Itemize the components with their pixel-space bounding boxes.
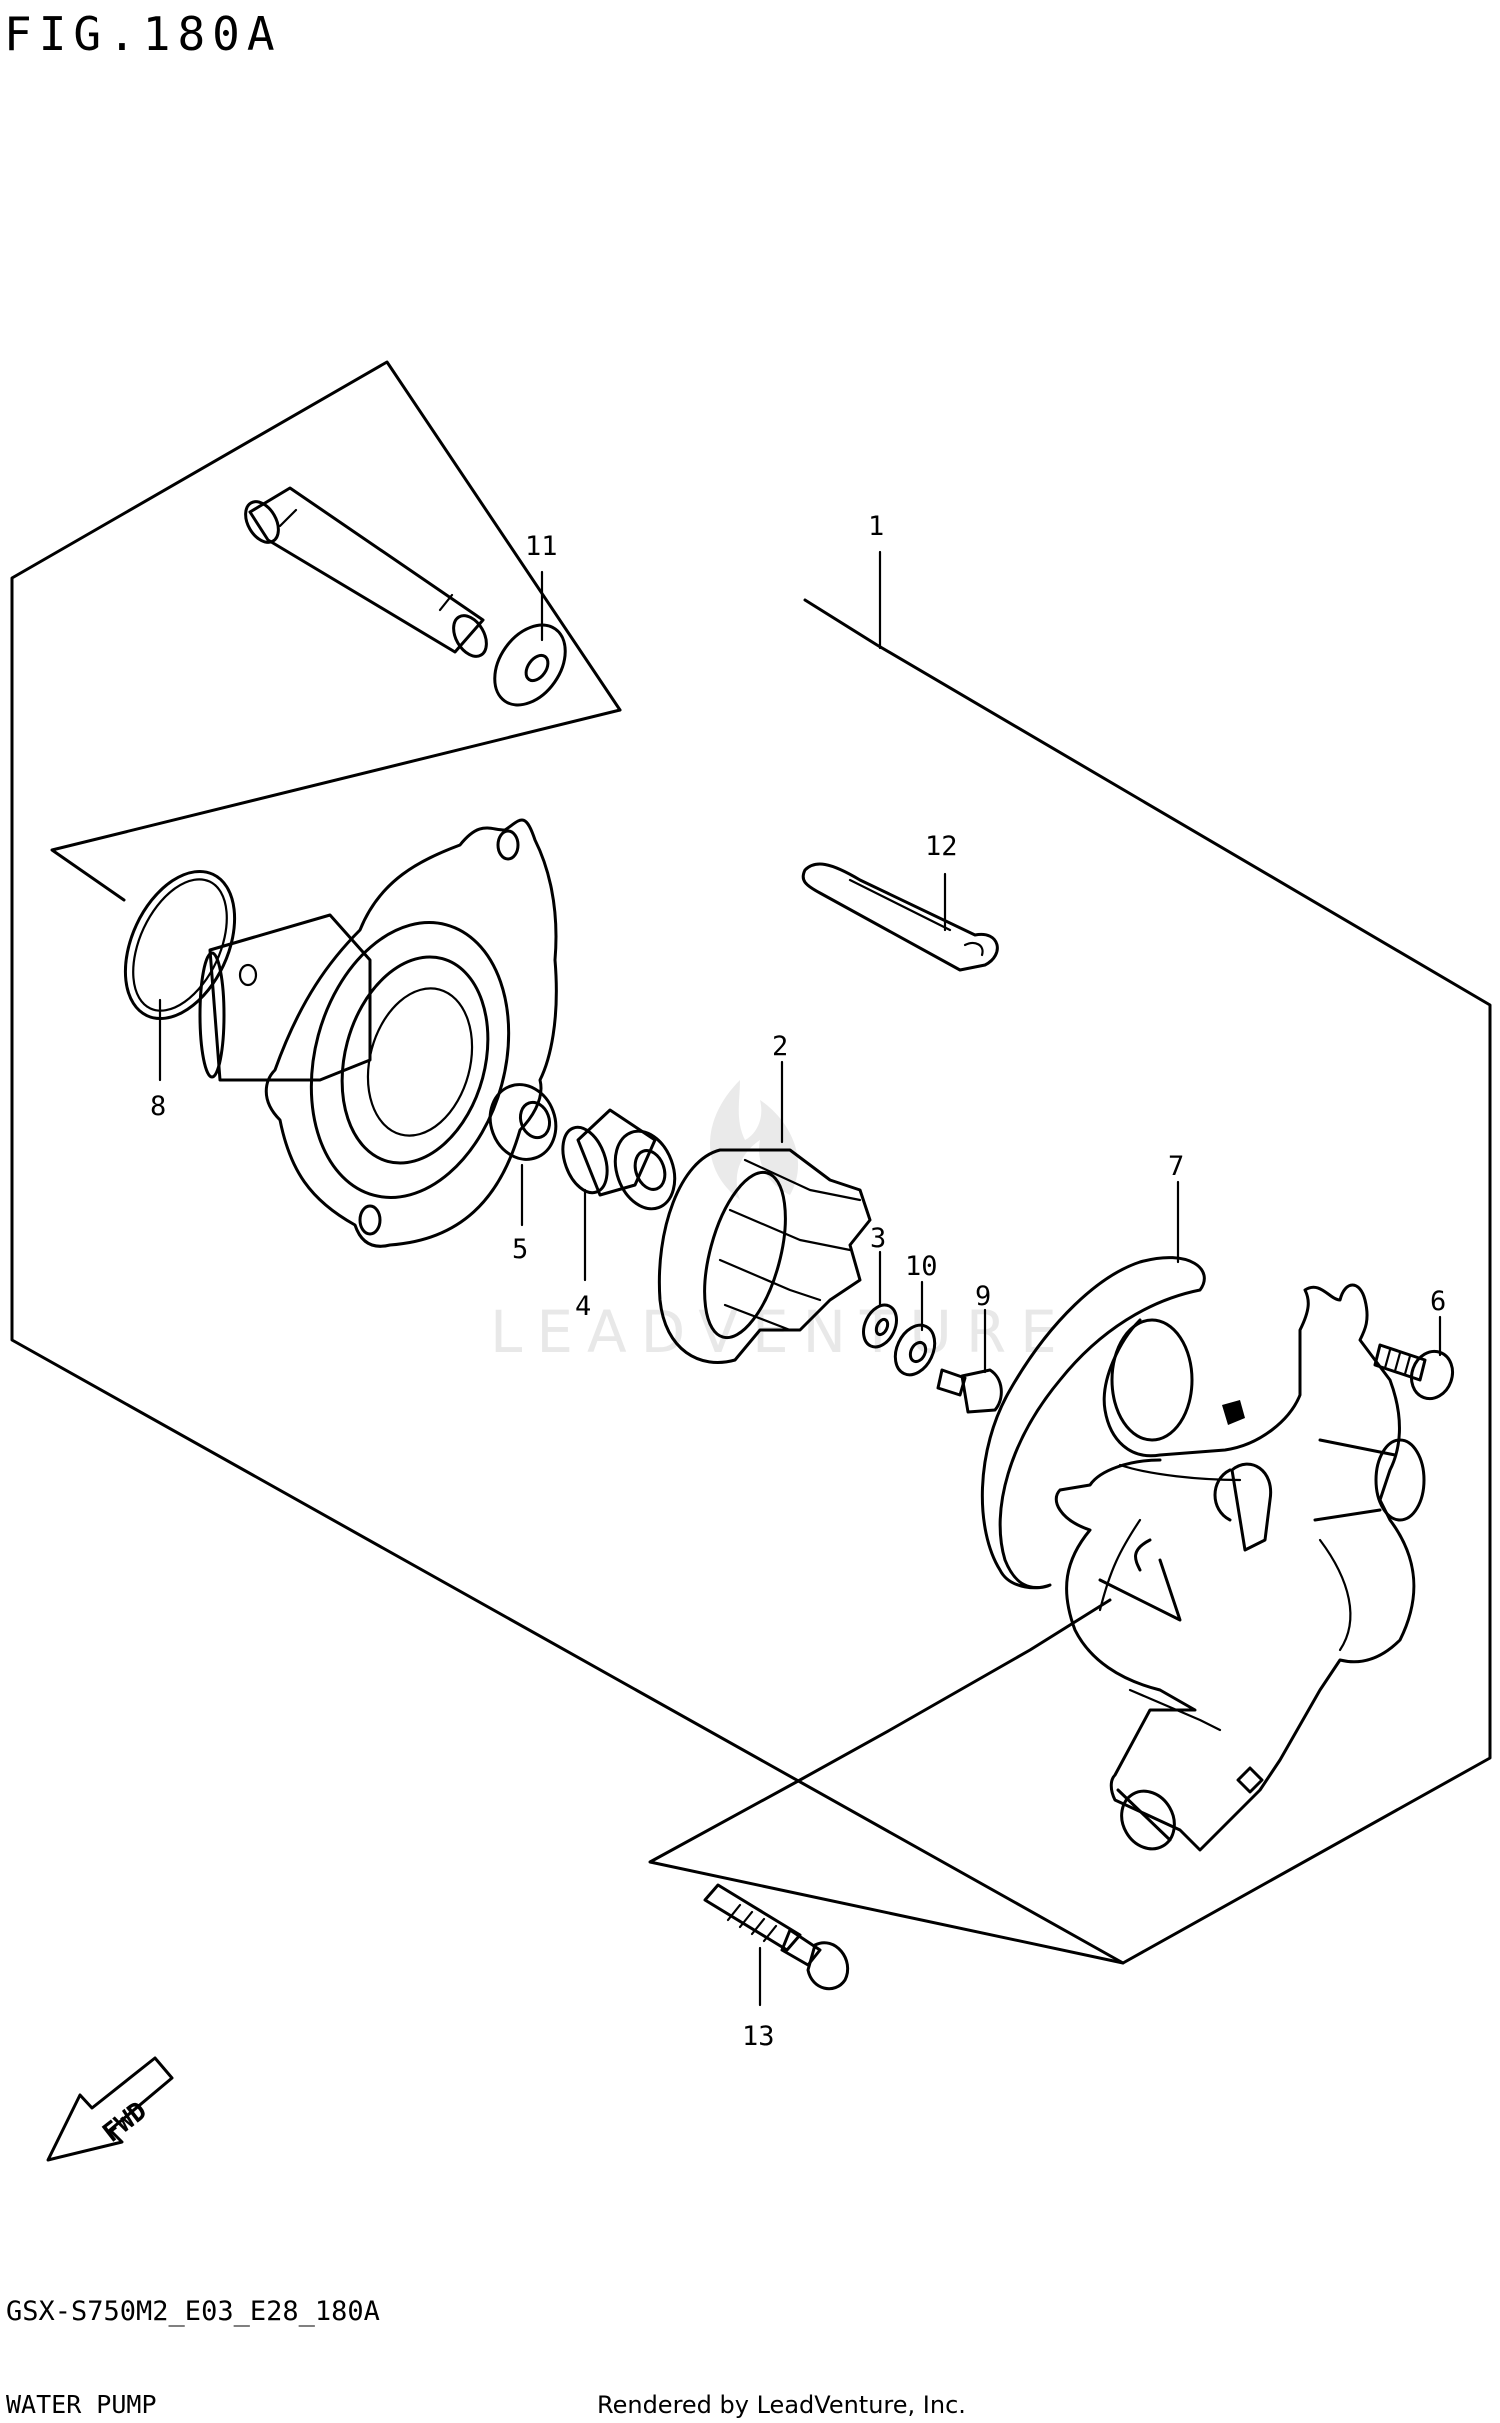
- callout-1: 1: [868, 511, 884, 542]
- assembly-outline-left-cut: [50, 708, 622, 902]
- figure-code: GSX-S750M2_E03_E28_180A: [6, 2296, 380, 2327]
- callout-12: 12: [925, 831, 958, 862]
- part-washer-11: [493, 623, 567, 707]
- part-clamp: [801, 862, 999, 972]
- part-o-ring: [123, 869, 237, 1021]
- fwd-label: FWD: [97, 2096, 152, 2149]
- part-shaft: [244, 486, 488, 658]
- watermark-text: LEADVENTURE: [490, 1298, 1071, 1366]
- part-pump-case: [198, 818, 558, 1248]
- callout-6: 6: [1430, 1286, 1446, 1317]
- fwd-arrow-icon: FWD: [46, 2056, 174, 2162]
- callout-labels: 1 2 3 4 5 6 7 8 9 10 11 12 13: [150, 511, 1446, 2052]
- part-mechanical-seal: [561, 1108, 677, 1211]
- callout-10: 10: [905, 1251, 938, 1282]
- callout-2: 2: [772, 1031, 788, 1062]
- callout-3: 3: [870, 1223, 886, 1254]
- part-washer-10: [893, 1323, 937, 1377]
- watermark: LEADVENTURE: [490, 1080, 1071, 1366]
- part-gasket: [980, 1256, 1206, 1590]
- part-washer-3: [862, 1303, 898, 1349]
- leader-lines: [158, 550, 1442, 2007]
- callout-4: 4: [575, 1291, 591, 1322]
- part-bolt-9: [936, 1368, 1003, 1414]
- figure-title: FIG.180A: [4, 7, 282, 61]
- part-bolt-13: [703, 1883, 850, 1991]
- flame-icon: [710, 1080, 799, 1200]
- callout-13: 13: [742, 2021, 775, 2052]
- callout-11: 11: [525, 531, 558, 562]
- callout-7: 7: [1168, 1151, 1184, 1182]
- assembly-outline-bottom-cut: [648, 1598, 1125, 1965]
- callout-5: 5: [512, 1234, 528, 1265]
- figure-name: WATER PUMP: [6, 2390, 157, 2419]
- callout-9: 9: [975, 1281, 991, 1312]
- part-pump-cover: [1054, 1283, 1426, 1852]
- part-impeller: [657, 1148, 872, 1364]
- callout-8: 8: [150, 1091, 166, 1122]
- render-credit: Rendered by LeadVenture, Inc.: [597, 2391, 966, 2419]
- part-bearing: [488, 1083, 558, 1161]
